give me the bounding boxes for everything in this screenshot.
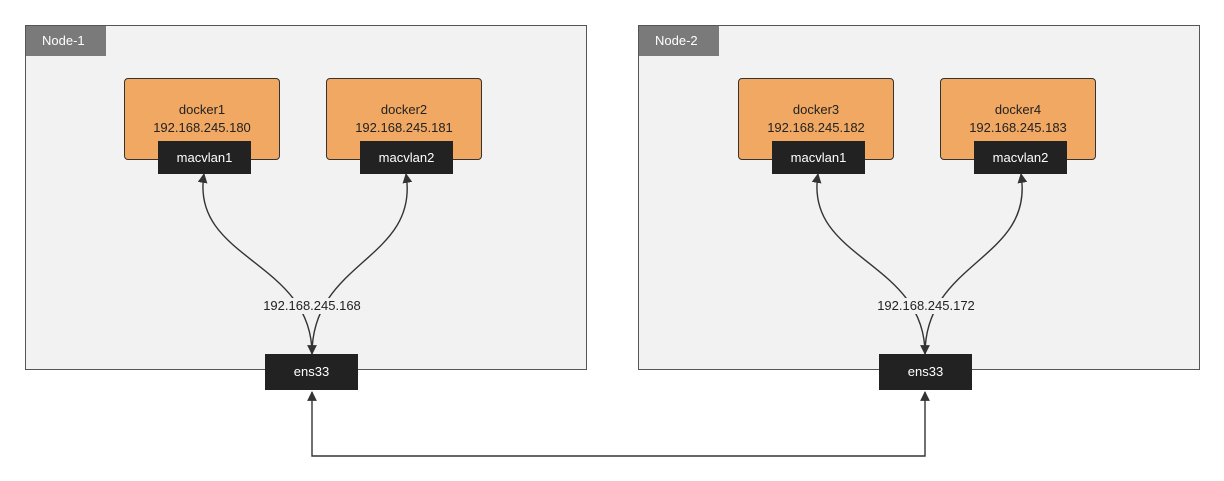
interface-macvlan1-node1: macvlan1 xyxy=(158,141,251,174)
node-1-host-ip: 192.168.245.168 xyxy=(252,298,372,314)
node-2-host-ip: 192.168.245.172 xyxy=(866,298,986,314)
nic-ens33-node1: ens33 xyxy=(265,354,358,390)
container-ip: 192.168.245.183 xyxy=(969,120,1067,135)
link-macvlan2-ens33-node1 xyxy=(311,173,413,355)
node-1-label: Node-1 xyxy=(26,26,106,56)
nic-ens33-node2: ens33 xyxy=(879,354,972,390)
link-macvlan1-ens33-node1 xyxy=(197,173,317,355)
interface-macvlan2-node2: macvlan2 xyxy=(974,141,1067,174)
container-ip: 192.168.245.182 xyxy=(767,120,865,135)
container-docker3: docker3 192.168.245.182 xyxy=(738,78,894,160)
interface-macvlan2-node1: macvlan2 xyxy=(360,141,453,174)
interface-macvlan1-node2: macvlan1 xyxy=(772,141,865,174)
link-macvlan1-ens33-node2 xyxy=(811,173,930,355)
container-name: docker4 xyxy=(994,102,1042,117)
link-macvlan2-ens33-node2 xyxy=(924,173,1028,355)
node-2-label: Node-2 xyxy=(639,26,719,56)
container-ip: 192.168.245.181 xyxy=(355,120,453,135)
container-name: docker3 xyxy=(792,102,840,117)
container-name: docker1 xyxy=(178,102,226,117)
container-ip: 192.168.245.180 xyxy=(153,120,251,135)
container-name: docker2 xyxy=(380,102,428,117)
link-ens33-ens33 xyxy=(307,391,930,457)
